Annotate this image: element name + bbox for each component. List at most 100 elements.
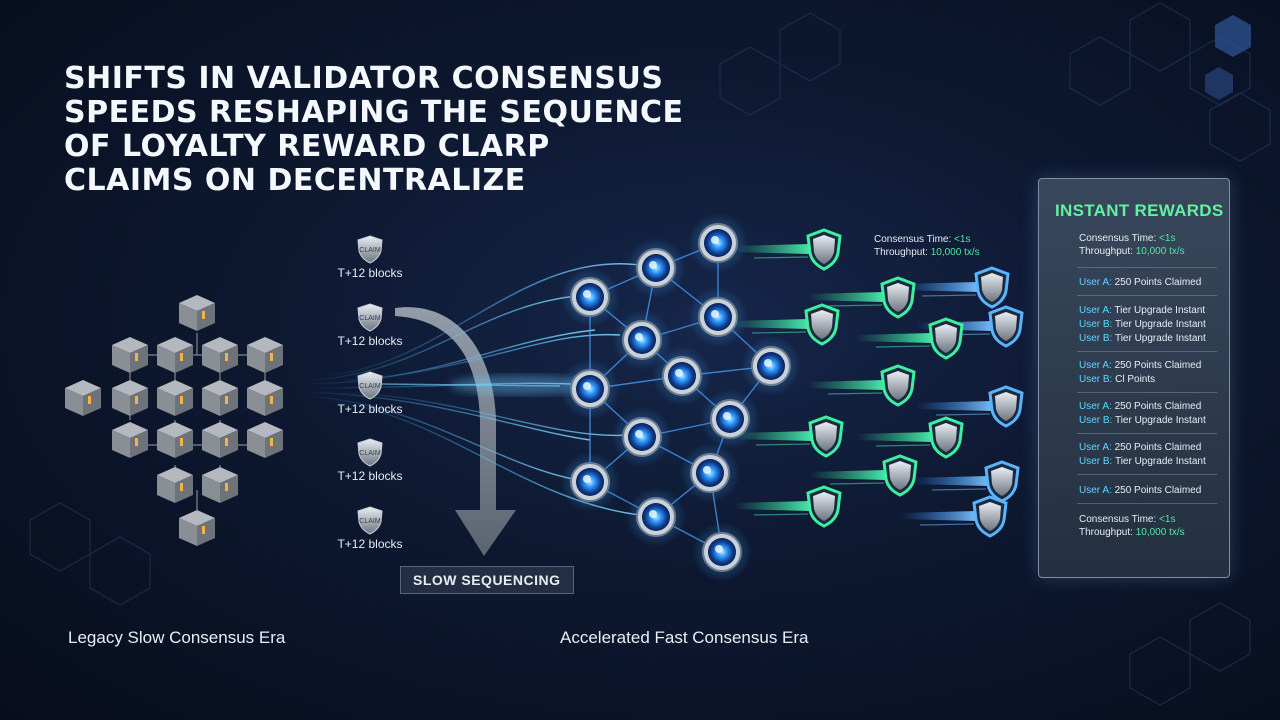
stat-value: <1s (1159, 514, 1176, 525)
reward-row: User A: 250 Points Claimed (1079, 360, 1201, 372)
speed-trail (916, 401, 992, 411)
validator-node (560, 452, 620, 512)
validator-node (626, 238, 686, 298)
reward-user: User A: (1079, 485, 1112, 496)
block-cube (157, 337, 193, 373)
claim-item: CLAIM T+12 blocks (330, 302, 410, 348)
reward-text: Tier Upgrade Instant (1114, 319, 1206, 330)
reward-text: 250 Points Claimed (1114, 360, 1202, 371)
hex-accent (1205, 67, 1233, 100)
reward-shield-icon (880, 364, 916, 407)
panel-divider (1077, 474, 1217, 475)
hex-accent (1215, 15, 1251, 57)
claim-badge-text: CLAIM (359, 450, 381, 457)
reward-user: User A: (1079, 360, 1112, 371)
claim-label: T+12 blocks (337, 402, 403, 416)
reward-shield-icon (928, 317, 964, 360)
stat-label: Throughput: (1079, 246, 1133, 257)
panel-stat-consensus: Consensus Time: <1s (1079, 233, 1175, 245)
speed-trail (810, 470, 886, 480)
block-cube (179, 295, 215, 331)
validator-node (700, 389, 760, 449)
reward-shield-icon (928, 416, 964, 459)
reward-shield-icon (984, 460, 1020, 503)
panel-divider (1077, 433, 1217, 434)
reward-row: User A: 250 Points Claimed (1079, 401, 1201, 413)
reward-shield-icon (880, 276, 916, 319)
speed-trail (900, 511, 976, 521)
reward-text: Cl Points (1115, 374, 1156, 385)
speed-trail (808, 292, 884, 302)
speed-trail (732, 319, 808, 329)
validator-node (612, 407, 672, 467)
speed-trail (912, 476, 988, 486)
block-cube (247, 380, 283, 416)
reward-shield-icon (972, 495, 1008, 538)
reward-row: User A: Tier Upgrade Instant (1079, 305, 1205, 317)
speed-trail (919, 523, 975, 526)
panel-title: INSTANT REWARDS (1055, 201, 1224, 220)
speed-trail (827, 392, 883, 395)
speed-trail (827, 304, 883, 307)
headline-line: SHIFTS IN VALIDATOR CONSENSUS (64, 61, 664, 96)
stat-value: 10,000 tx/s (1135, 527, 1185, 538)
panel-stat-consensus: Consensus Time: <1s (1079, 514, 1175, 526)
validator-node (612, 310, 672, 370)
speed-trail (755, 443, 811, 446)
block-cube (157, 467, 193, 503)
fast-consensus-stats: Consensus Time: <1s Throughput: 10,000 t… (874, 233, 980, 259)
claim-shield-icon: CLAIM (357, 506, 383, 535)
claim-item: CLAIM T+12 blocks (330, 437, 410, 483)
reward-text: Tier Upgrade Instant (1114, 305, 1206, 316)
block-cube (157, 380, 193, 416)
validator-node (741, 336, 801, 396)
reward-text: 250 Points Claimed (1114, 401, 1202, 412)
block-cube (202, 380, 238, 416)
reward-row: User B: Tier Upgrade Instant (1079, 319, 1206, 331)
stat-label: Throughput: (874, 247, 928, 258)
reward-text: Tier Upgrade Instant (1114, 456, 1206, 467)
reward-shield-icon (988, 305, 1024, 348)
validator-node (680, 443, 740, 503)
reward-row: User A: 250 Points Claimed (1079, 442, 1201, 454)
block-cube (202, 467, 238, 503)
reward-user: User B: (1079, 319, 1113, 330)
stat-label: Throughput: (1079, 527, 1133, 538)
claim-label: T+12 blocks (337, 469, 403, 483)
reward-user: User B: (1079, 415, 1113, 426)
block-cube (65, 380, 101, 416)
validator-node (692, 522, 752, 582)
block-cube (157, 422, 193, 458)
headline: SHIFTS IN VALIDATOR CONSENSUS SPEEDS RES… (64, 62, 684, 198)
legacy-era-label: Legacy Slow Consensus Era (68, 628, 286, 647)
validator-node (688, 213, 748, 273)
headline-line: CLAIMS ON DECENTRALIZE (64, 163, 526, 198)
headline-line: SPEEDS RESHAPING THE SEQUENCE (64, 95, 684, 130)
speed-trail (856, 432, 932, 442)
stat-throughput: Throughput: 10,000 tx/s (874, 246, 980, 259)
block-cube (179, 510, 215, 546)
stat-value: 10,000 tx/s (930, 247, 980, 258)
reward-row: User A: 250 Points Claimed (1079, 485, 1201, 497)
claim-label: T+12 blocks (337, 537, 403, 551)
reward-shield-icon (974, 266, 1010, 309)
speed-trail (753, 513, 809, 516)
speed-trail (734, 501, 810, 511)
reward-shield-icon (806, 485, 842, 528)
validator-node (688, 287, 748, 347)
reward-row: User B: Tier Upgrade Instant (1079, 333, 1206, 345)
reward-user: User A: (1079, 442, 1112, 453)
stat-consensus-time: Consensus Time: <1s (874, 233, 980, 246)
stat-value: <1s (954, 234, 971, 245)
claim-item: CLAIM T+12 blocks (330, 370, 410, 416)
validator-node (652, 346, 712, 406)
reward-user: User B: (1079, 456, 1113, 467)
block-cube (112, 380, 148, 416)
stat-label: Consensus Time: (874, 234, 952, 245)
fast-era-label: Accelerated Fast Consensus Era (560, 628, 809, 647)
claim-badge-text: CLAIM (359, 383, 381, 390)
claim-shield-icon: CLAIM (357, 371, 383, 400)
reward-shields (804, 228, 1024, 538)
claim-shield-icon: CLAIM (357, 303, 383, 332)
block-cube (247, 337, 283, 373)
